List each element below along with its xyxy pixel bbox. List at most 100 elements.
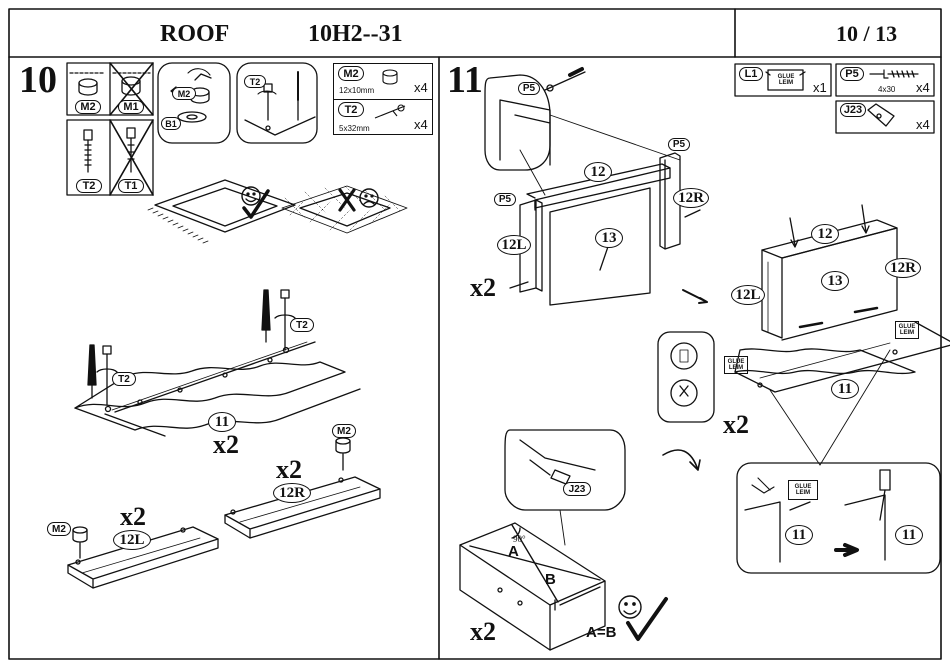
hw-icons-step10 xyxy=(374,69,406,119)
step-10-number: 10 xyxy=(19,59,57,101)
assembly-exploded xyxy=(509,152,701,306)
label-b1: B1 xyxy=(161,117,181,130)
carcass-square-check xyxy=(459,522,606,651)
glue-tube-b: GLUE LEIM xyxy=(895,321,919,339)
hw-j23-code: J23 xyxy=(840,103,866,117)
label-panel-12: 12 xyxy=(584,162,612,182)
smiley-good-icon xyxy=(241,186,261,206)
rug-wrong xyxy=(281,185,408,234)
label-panel-12r-b: 12R xyxy=(885,258,921,278)
check-mark-icon-b xyxy=(626,597,668,641)
rug-correct xyxy=(147,179,296,244)
assembly-assembled xyxy=(761,204,898,341)
hardware-box-step10 xyxy=(333,63,433,135)
bolt-compare-box xyxy=(66,119,154,196)
hw-p5-code: P5 xyxy=(840,67,864,81)
cam-compare-box xyxy=(66,62,154,116)
hw-l1-glue-text: GLUE LEIM xyxy=(777,74,795,86)
label-panel-12-b: 12 xyxy=(811,224,839,244)
label-t2: T2 xyxy=(76,179,102,193)
leader-glue-a xyxy=(769,389,821,466)
label-panel-12r: 12R xyxy=(673,188,709,208)
document-title: ROOF xyxy=(160,21,230,47)
board-11-glue xyxy=(734,321,950,393)
hw-m2-code: M2 xyxy=(338,66,364,81)
label-t1: T1 xyxy=(118,179,144,193)
cam-m2-a xyxy=(335,437,351,471)
angle-label: 90° xyxy=(513,534,526,544)
glue-tube-c: GLUE LEIM xyxy=(788,480,818,500)
cam-insert-detail xyxy=(157,62,231,144)
glue-detail-box xyxy=(736,462,941,574)
panel-12r-drawing xyxy=(224,476,381,539)
label-panel-13-b: 13 xyxy=(821,271,849,291)
smiley-bad-icon xyxy=(359,188,379,208)
panel-12l-drawing xyxy=(67,526,219,589)
label-t2-a: T2 xyxy=(112,372,136,386)
zoom-detail-j23 xyxy=(504,429,626,511)
hw-p5-size: 4x30 xyxy=(878,85,896,94)
zoom-leader-b xyxy=(549,114,681,161)
multiplier-a: x2 xyxy=(470,273,496,302)
hw-t2-size: 5x32mm xyxy=(339,124,370,133)
label-t2-insert: T2 xyxy=(244,75,266,88)
hw-t2-qty: x4 xyxy=(414,117,428,132)
panel-11-drawing xyxy=(74,341,361,437)
zoom-leader-c xyxy=(559,509,566,546)
page-indicator: 10 / 13 xyxy=(836,21,898,46)
model-code: 10H2--31 xyxy=(308,21,403,47)
arrow-next xyxy=(682,289,708,304)
panel-12r-multiplier: x2 xyxy=(276,455,302,484)
cam-m2-b xyxy=(72,526,88,559)
label-p5-c: P5 xyxy=(494,193,516,206)
hw-l1-code: L1 xyxy=(739,67,763,81)
label-m2-b: M2 xyxy=(47,522,71,536)
hw-m2-size: 12x10mm xyxy=(339,86,375,95)
equation-label: A=B xyxy=(586,624,617,641)
label-m1: M1 xyxy=(118,100,144,114)
hw-p5-qty: x4 xyxy=(916,80,930,95)
page-frame xyxy=(8,8,942,660)
label-m2: M2 xyxy=(75,100,101,114)
hw-j23-qty: x4 xyxy=(916,117,930,132)
hw-m2-qty: x4 xyxy=(414,80,428,95)
zoom-leader-a xyxy=(519,149,546,196)
glue-tube-a: GLUE LEIM xyxy=(724,356,748,374)
multiplier-c: x2 xyxy=(470,617,496,646)
label-panel-11-b: 11 xyxy=(895,525,923,545)
multiplier-b: x2 xyxy=(723,410,749,439)
label-panel-11: 11 xyxy=(831,379,859,399)
check-mark-icon xyxy=(242,189,270,219)
panel-label-11: 11 xyxy=(208,412,236,432)
diagonal-b-label: B xyxy=(545,571,556,588)
cross-mark-icon xyxy=(338,188,356,212)
label-panel-11-a: 11 xyxy=(785,525,813,545)
label-panel-13: 13 xyxy=(595,228,623,248)
label-panel-12l: 12L xyxy=(497,235,531,255)
zoom-detail-top xyxy=(484,67,586,171)
leader-glue-b xyxy=(819,349,891,466)
label-panel-12l-b: 12L xyxy=(731,285,765,305)
label-m2-a: M2 xyxy=(332,424,356,438)
label-p5-b: P5 xyxy=(668,138,690,151)
hw-t2-code: T2 xyxy=(338,102,364,117)
bolt-insert-detail xyxy=(236,62,318,144)
screwdriver-a xyxy=(87,344,118,406)
panel-11-multiplier: x2 xyxy=(213,430,239,459)
arrow-curve xyxy=(662,449,701,471)
label-t2-b: T2 xyxy=(290,318,314,332)
label-p5-a: P5 xyxy=(518,82,540,95)
screwdriver-b xyxy=(261,289,296,351)
panel-label-12r: 12R xyxy=(273,483,311,503)
label-j23: J23 xyxy=(563,482,591,496)
diagonal-a-label: A xyxy=(508,543,519,560)
panel-label-12l: 12L xyxy=(113,530,151,550)
hw-l1-qty: x1 xyxy=(813,80,827,95)
tool-check-box xyxy=(657,331,715,423)
panel-12l-multiplier: x2 xyxy=(120,502,146,531)
hardware-box-step11 xyxy=(734,63,935,134)
label-m2-insert: M2 xyxy=(172,87,196,100)
smiley-good-icon-b xyxy=(618,595,642,619)
